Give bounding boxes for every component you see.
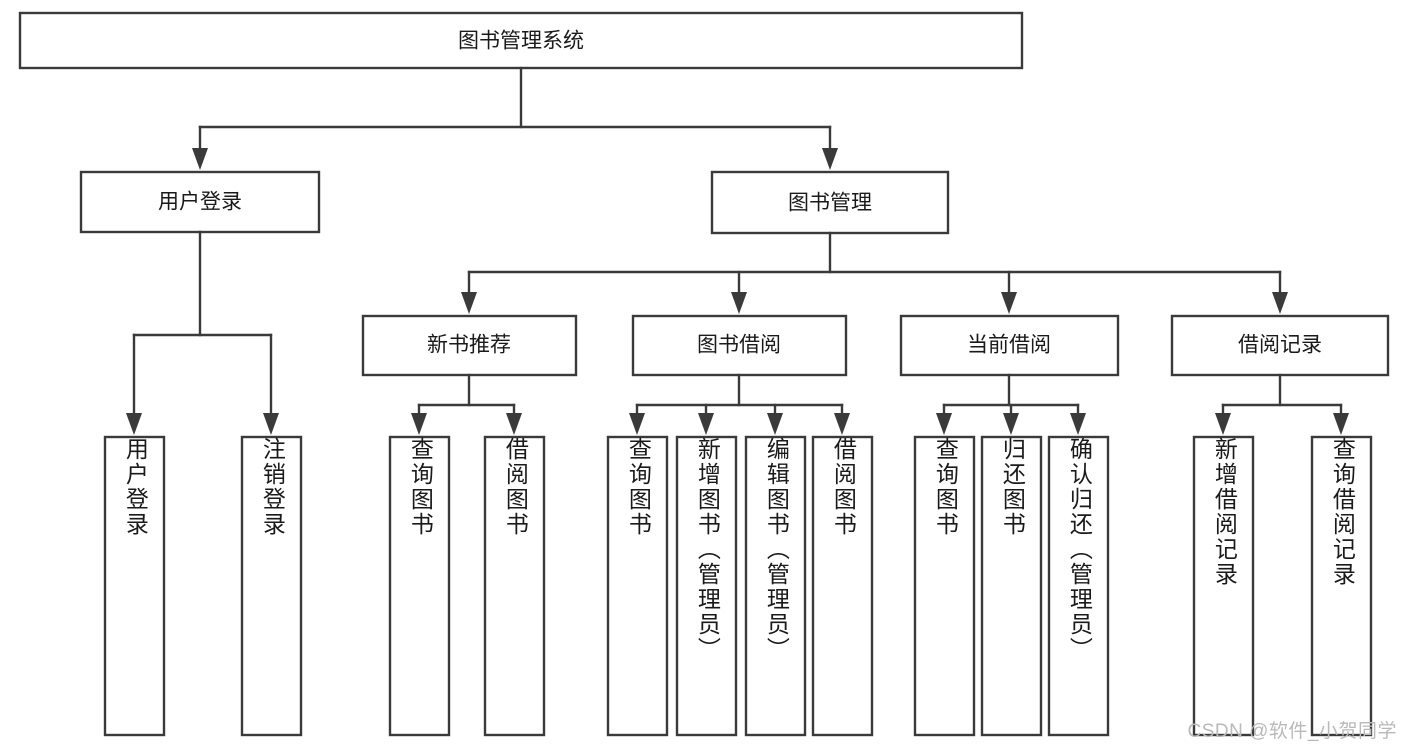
arrow-icon	[822, 148, 838, 170]
new-book-recommend-box	[361, 314, 578, 377]
connector-root-to-level1	[192, 66, 838, 170]
leaf-box-edit-book[interactable]	[744, 435, 807, 737]
leaf-box-borrow-book-2[interactable]	[811, 435, 874, 737]
current-borrow-box	[899, 314, 1120, 377]
node-book-borrow[interactable]: 图书借阅	[631, 314, 848, 377]
arrow-icon	[506, 413, 522, 435]
arrow-icon	[126, 413, 142, 435]
user-login-box	[79, 170, 321, 234]
arrow-icon	[1001, 292, 1017, 314]
leaf-box-return-book[interactable]	[980, 435, 1043, 737]
arrow-icon	[263, 413, 279, 435]
arrow-icon	[1272, 292, 1288, 314]
csdn-watermark: CSDN @软件_小贺同学	[1187, 721, 1397, 742]
arrow-icon	[1003, 413, 1019, 435]
connector-book-borrow-to-leaves	[629, 373, 850, 435]
node-current-borrow[interactable]: 当前借阅	[899, 314, 1120, 377]
connector-current-borrow-to-leaves	[936, 373, 1086, 435]
root-label: 图书管理系统	[458, 30, 584, 53]
node-book-manage[interactable]: 图书管理	[710, 170, 950, 235]
arrow-icon	[936, 413, 952, 435]
leaf-box-add-book[interactable]	[675, 435, 738, 737]
arrow-icon	[461, 292, 477, 314]
leaf-box-query-record[interactable]	[1310, 435, 1373, 737]
node-new-book-recommend[interactable]: 新书推荐	[361, 314, 578, 377]
connector-new-book-recommend-to-leaves	[411, 373, 522, 435]
arrow-icon	[698, 413, 714, 435]
book-borrow-label: 图书借阅	[697, 334, 781, 357]
leaf-box-user-login[interactable]	[103, 435, 166, 737]
connector-user-login-to-leaves	[126, 230, 279, 435]
borrow-record-label: 借阅记录	[1238, 334, 1322, 357]
arrow-icon	[411, 413, 427, 435]
connector-borrow-record-to-leaves	[1215, 373, 1349, 435]
arrow-icon	[1070, 413, 1086, 435]
node-user-login[interactable]: 用户登录	[79, 170, 321, 234]
new-book-recommend-label: 新书推荐	[427, 334, 511, 357]
node-borrow-record[interactable]: 借阅记录	[1170, 314, 1390, 377]
arrow-icon	[629, 413, 645, 435]
arrow-icon	[767, 413, 783, 435]
book-manage-label: 图书管理	[788, 192, 872, 215]
leaf-box-confirm-return[interactable]	[1047, 435, 1110, 737]
arrow-icon	[192, 148, 208, 170]
leaf-box-borrow-book-1[interactable]	[483, 435, 546, 737]
arrow-icon	[1215, 413, 1231, 435]
leaf-box-query-book-2[interactable]	[606, 435, 669, 737]
root-box	[18, 11, 1024, 70]
arrow-icon	[1333, 413, 1349, 435]
leaf-box-add-record[interactable]	[1192, 435, 1255, 737]
leaf-box-query-book-1[interactable]	[388, 435, 451, 737]
arrow-icon	[834, 413, 850, 435]
connector-book-manage-to-level2	[461, 231, 1288, 314]
arrow-icon	[731, 292, 747, 314]
node-root[interactable]: 图书管理系统	[18, 11, 1024, 70]
leaf-box-query-book-3[interactable]	[913, 435, 976, 737]
leaf-box-logout[interactable]	[240, 435, 303, 737]
user-login-label: 用户登录	[158, 191, 242, 214]
current-borrow-label: 当前借阅	[967, 334, 1051, 357]
